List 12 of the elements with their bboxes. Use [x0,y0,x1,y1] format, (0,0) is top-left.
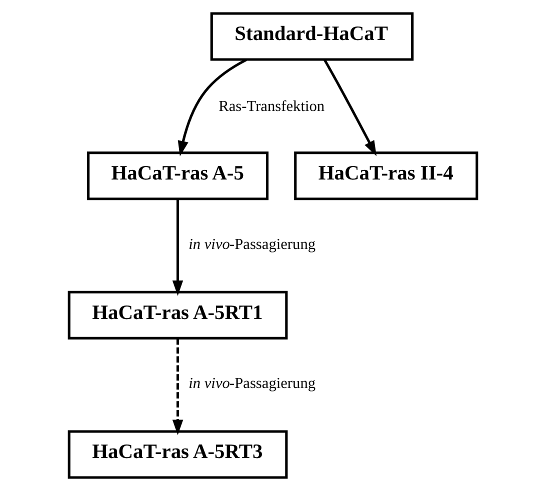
node-box: HaCaT-ras II-4 [294,152,478,200]
edge-label: in vivo-Passagierung [188,236,316,253]
edge-label: Ras-Transfektion [218,98,325,115]
node-box: HaCaT-ras A-5 [87,152,269,200]
node-box: Standard-HaCaT [210,12,414,61]
edge-label: in vivo-Passagierung [188,375,316,392]
node-box: HaCaT-ras A-5RT3 [68,430,288,479]
arrow [178,58,248,156]
arrow [323,58,377,156]
arrow [172,338,184,436]
node-box: HaCaT-ras A-5RT1 [68,290,288,340]
arrow [172,199,184,296]
